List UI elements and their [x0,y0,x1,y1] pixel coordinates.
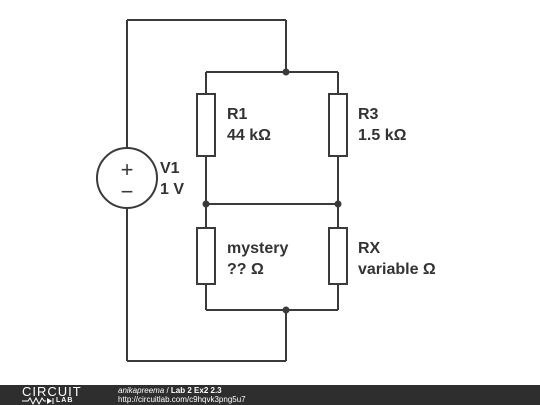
mystery-value-label: ?? Ω [227,261,264,278]
logo-text-lab: LAB [56,397,74,404]
circuit-title[interactable]: Lab 2 Ex2 2.3 [170,386,222,395]
resistor-r1 [196,93,216,157]
mystery-name-label: mystery [227,240,288,257]
resistor-wave-icon [22,397,54,405]
resistor-mystery [196,227,216,285]
v1-name-label: V1 [160,160,180,177]
source-plus-symbol: + [121,157,134,182]
voltage-source-v1 [96,147,158,209]
resistor-rx [328,227,348,285]
v1-value-label: 1 V [160,181,184,198]
circuit-meta: anikapreema / Lab 2 Ex2 2.3 http://circu… [118,386,246,404]
junction-right-middle [334,200,342,208]
r3-value-label: 1.5 kΩ [358,127,407,144]
r1-value-label: 44 kΩ [227,127,271,144]
r1-name-label: R1 [227,106,248,123]
author-link[interactable]: anikapreema [118,386,165,395]
resistor-r3 [328,93,348,157]
circuit-url-link[interactable]: http://circuitlab.com/c9hqvk3png5u7 [118,395,246,404]
junction-top [282,68,290,76]
logo-text-circuit: CIRCUIT [22,384,82,399]
rx-name-label: RX [358,240,381,257]
footer-bar: CIRCUIT LAB anikapreema / Lab 2 Ex2 2.3 … [0,385,540,405]
junction-bottom [282,306,290,314]
circuit-schematic: + − V1 1 V R1 44 kΩ R3 1.5 kΩ mystery ??… [96,19,436,362]
meta-separator: / [164,386,171,395]
junction-left-middle [202,200,210,208]
source-minus-symbol: − [121,179,134,204]
rx-value-label: variable Ω [358,261,436,278]
circuitlab-logo: CIRCUIT LAB [22,385,96,405]
r3-name-label: R3 [358,106,379,123]
